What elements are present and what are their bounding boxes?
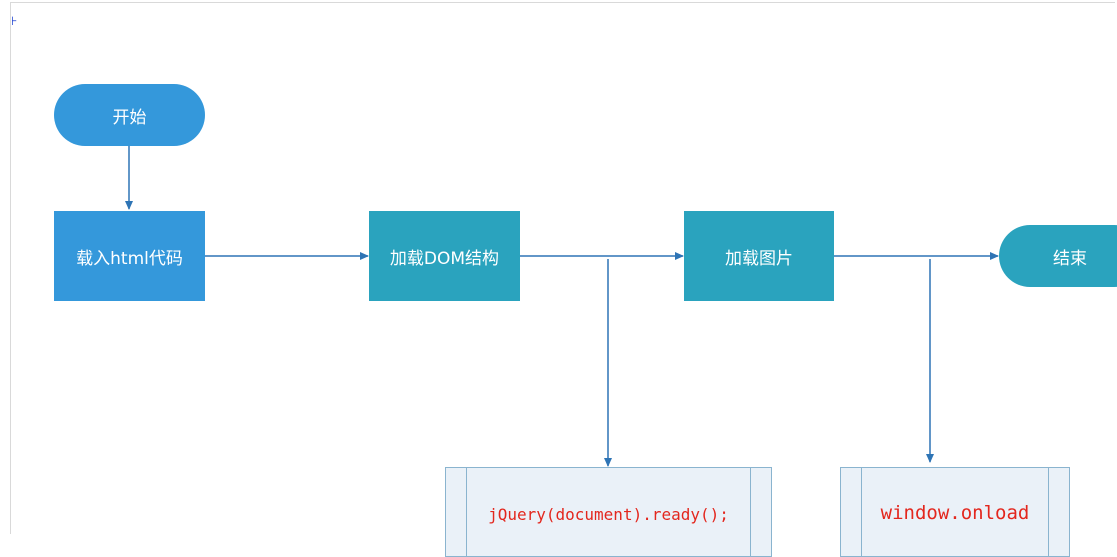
jquery-ready-text: jQuery(document).ready(); xyxy=(488,505,729,524)
start-label: 开始 xyxy=(112,107,147,128)
callout-left-bar xyxy=(861,468,862,556)
load-images-node: 加载图片 xyxy=(684,211,834,301)
end-node: 结束 xyxy=(999,225,1117,287)
load-html-node: 载入html代码 xyxy=(54,211,205,301)
load-dom-node: 加载DOM结构 xyxy=(369,211,520,301)
callout-left-bar xyxy=(466,468,467,556)
connector-layer xyxy=(125,146,999,467)
load-dom-label: 加载DOM结构 xyxy=(389,248,500,269)
load-images-label: 加载图片 xyxy=(725,248,793,269)
start-node: 开始 xyxy=(54,84,205,146)
window-onload-text: window.onload xyxy=(880,502,1030,524)
window-onload-callout: window.onload xyxy=(840,467,1070,557)
load-html-label: 载入html代码 xyxy=(76,248,183,269)
end-label: 结束 xyxy=(1053,248,1087,269)
corner-mark: ⊦ xyxy=(11,14,18,28)
callout-right-bar xyxy=(750,468,751,556)
jquery-ready-callout: jQuery(document).ready(); xyxy=(445,467,772,557)
callout-right-bar xyxy=(1048,468,1049,556)
